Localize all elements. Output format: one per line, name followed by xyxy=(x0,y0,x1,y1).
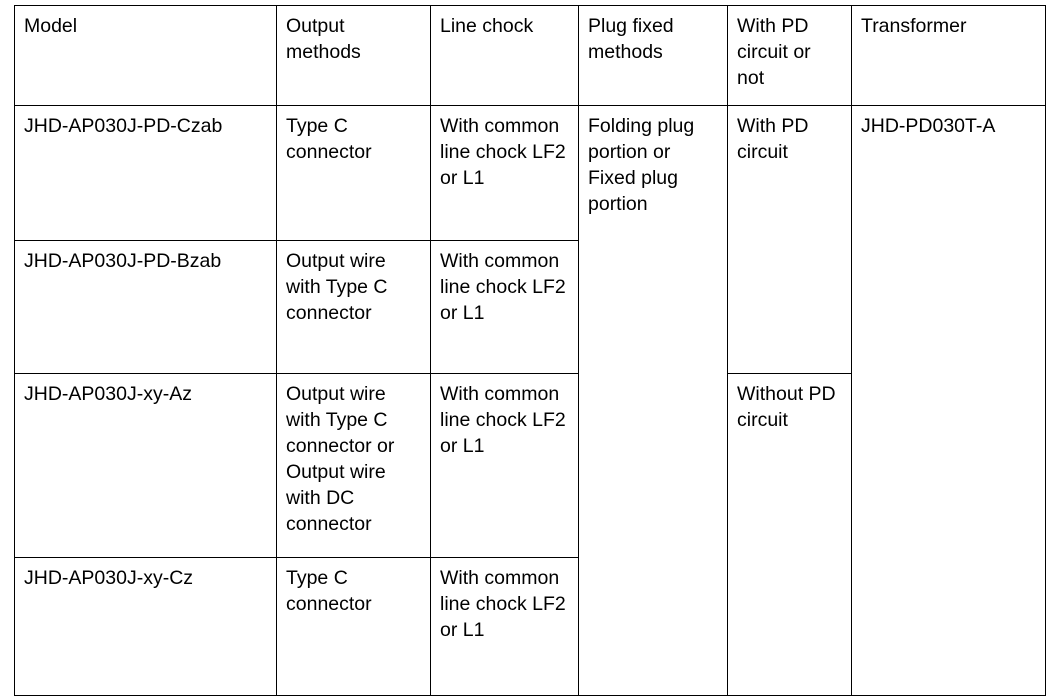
cell-model-value: JHD-AP030J-PD-Bzab xyxy=(24,250,222,272)
column-header-transformer-label: Transformer xyxy=(861,15,967,37)
table-row: JHD-AP030J-PD-Czab Type C connector With… xyxy=(14,105,1046,696)
table-row: JHD-AP030J-PD-Bzab Output wire with Type… xyxy=(14,240,1046,374)
column-header-line-chock: Line chock xyxy=(430,5,579,106)
cell-line-chock: With common line chock LF2 or L1 xyxy=(430,240,579,374)
model-specification-table: Model Output methods Line chock Plug fix… xyxy=(14,5,1046,696)
table-row: JHD-AP030J-xy-Az Output wire with Type C… xyxy=(14,373,1046,696)
column-header-output-methods-label: Output methods xyxy=(286,15,361,63)
cell-plug-fixed-methods: Folding plug portion or Fixed plug porti… xyxy=(578,105,728,696)
cell-output-methods: Type C connector xyxy=(276,105,431,241)
table-header-row: Model Output methods Line chock Plug fix… xyxy=(14,5,1046,106)
column-header-line-chock-label: Line chock xyxy=(440,15,534,37)
column-header-output-methods: Output methods xyxy=(276,5,431,106)
cell-line-chock-value: With common line chock LF2 or L1 xyxy=(440,383,566,457)
cell-plug-fixed-methods-value: Folding plug portion or Fixed plug porti… xyxy=(588,115,695,215)
cell-output-methods-value: Output wire with Type C connector xyxy=(286,250,388,324)
cell-pd-circuit-with-value: With PD circuit xyxy=(737,115,809,163)
cell-model-value: JHD-AP030J-xy-Cz xyxy=(24,567,194,589)
cell-transformer-value: JHD-PD030T-A xyxy=(861,115,996,137)
column-header-model: Model xyxy=(14,5,277,106)
cell-model-value: JHD-AP030J-PD-Czab xyxy=(24,115,223,137)
column-header-pd-circuit: With PD circuit or not xyxy=(727,5,852,106)
cell-pd-circuit-without-value: Without PD circuit xyxy=(737,383,836,431)
cell-model: JHD-AP030J-PD-Czab xyxy=(14,105,277,241)
column-header-plug-fixed-methods: Plug fixed methods xyxy=(578,5,728,106)
cell-model: JHD-AP030J-PD-Bzab xyxy=(14,240,277,374)
spec-table-container: Model Output methods Line chock Plug fix… xyxy=(14,5,1046,696)
column-header-pd-circuit-label: With PD circuit or not xyxy=(737,15,811,89)
cell-output-methods-value: Output wire with Type C connector or Out… xyxy=(286,383,395,535)
cell-line-chock: With common line chock LF2 or L1 xyxy=(430,373,579,558)
cell-output-methods: Type C connector xyxy=(276,557,431,696)
cell-pd-circuit-with: With PD circuit xyxy=(727,105,852,374)
cell-line-chock: With common line chock LF2 or L1 xyxy=(430,557,579,696)
cell-output-methods-value: Type C connector xyxy=(286,567,372,615)
cell-model-value: JHD-AP030J-xy-Az xyxy=(24,383,192,405)
cell-line-chock: With common line chock LF2 or L1 xyxy=(430,105,579,241)
cell-output-methods: Output wire with Type C connector xyxy=(276,240,431,374)
cell-line-chock-value: With common line chock LF2 or L1 xyxy=(440,567,566,641)
column-header-model-label: Model xyxy=(24,15,78,37)
column-header-transformer: Transformer xyxy=(851,5,1046,106)
cell-output-methods-value: Type C connector xyxy=(286,115,372,163)
cell-transformer: JHD-PD030T-A xyxy=(851,105,1046,696)
cell-line-chock-value: With common line chock LF2 or L1 xyxy=(440,250,566,324)
cell-model: JHD-AP030J-xy-Az xyxy=(14,373,277,558)
column-header-plug-fixed-methods-label: Plug fixed methods xyxy=(588,15,674,63)
cell-pd-circuit-without: Without PD circuit xyxy=(727,373,852,696)
cell-line-chock-value: With common line chock LF2 or L1 xyxy=(440,115,566,189)
cell-output-methods: Output wire with Type C connector or Out… xyxy=(276,373,431,558)
cell-model: JHD-AP030J-xy-Cz xyxy=(14,557,277,696)
